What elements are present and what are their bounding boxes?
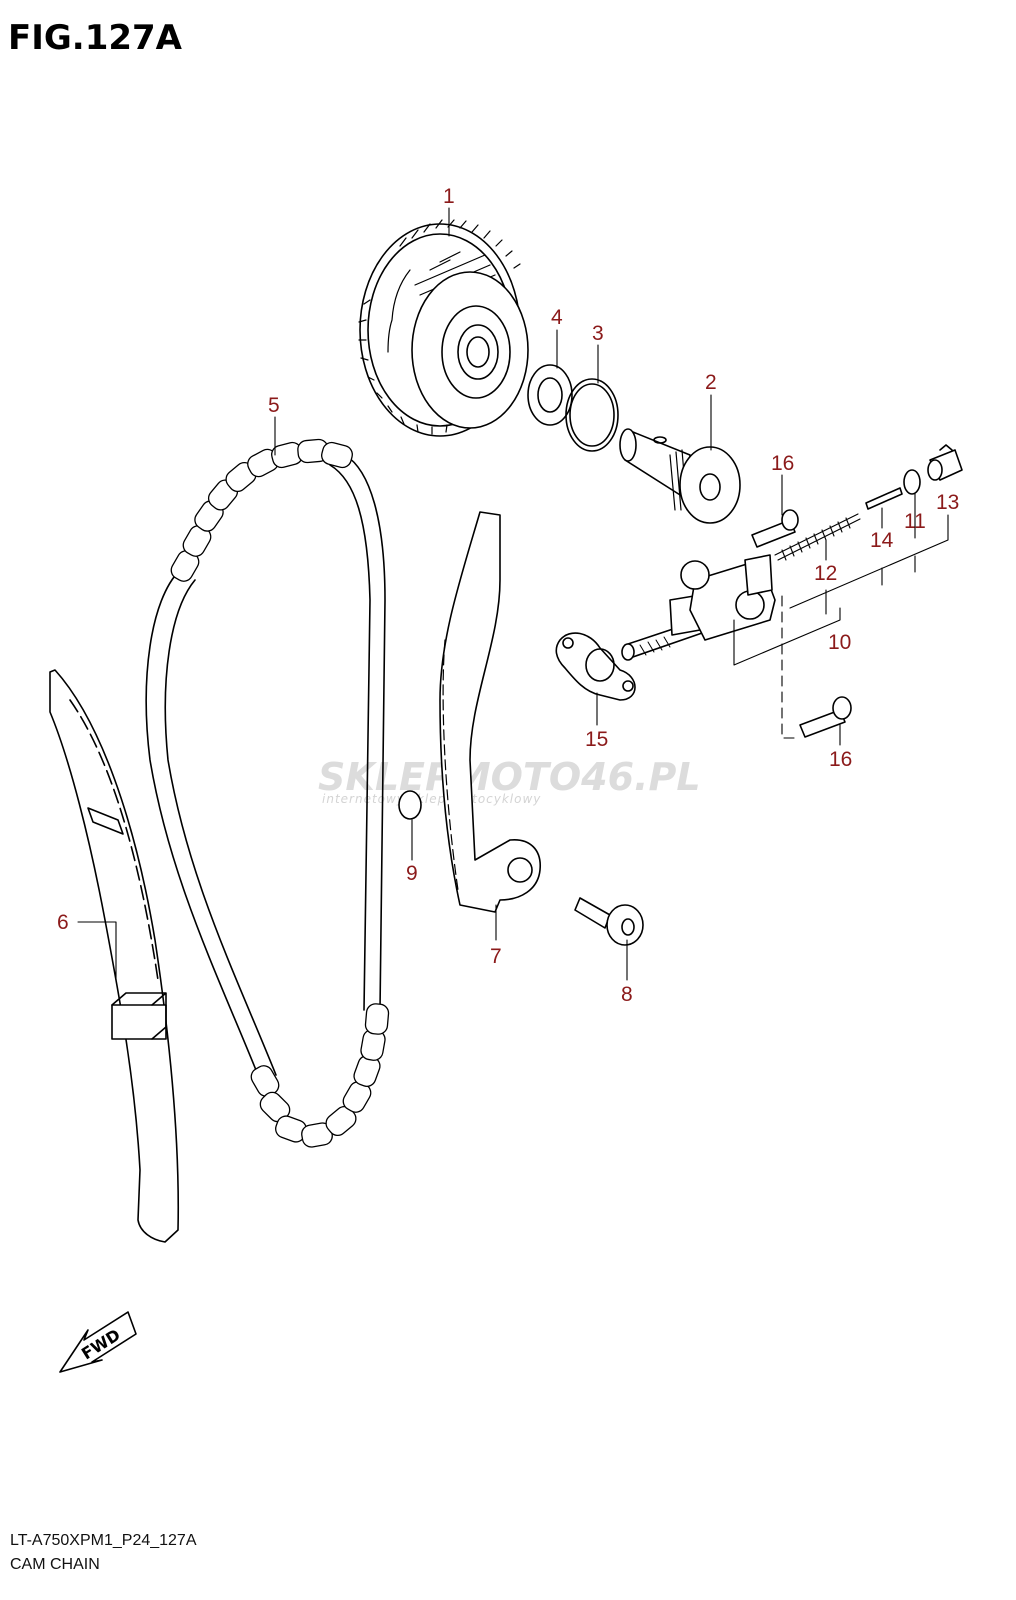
callout-14: 14	[870, 529, 894, 552]
leader-lines	[77, 207, 949, 981]
figure-title: FIG.127A	[8, 18, 182, 58]
cap-gasket	[903, 469, 921, 495]
callout-16-upper: 16	[771, 452, 794, 475]
watermark: SKLEPMOTO46.PL internetowy sklep motocyk…	[318, 755, 701, 806]
guide-bolt	[574, 897, 644, 946]
callout-2: 2	[705, 371, 717, 394]
callout-11: 11	[904, 510, 926, 533]
figure-caption: CAM CHAIN	[10, 1556, 100, 1573]
callout-12: 12	[814, 562, 837, 585]
thrust-washer	[527, 364, 573, 426]
o-ring	[565, 378, 619, 452]
fwd-arrow: FWD	[59, 1311, 137, 1373]
cam-chain	[145, 438, 390, 1148]
tensioner-spring	[774, 513, 861, 561]
callout-16-lower: 16	[829, 748, 852, 771]
callout-4: 4	[551, 306, 563, 329]
callout-10: 10	[828, 631, 851, 654]
callout-9: 9	[406, 862, 418, 885]
callout-5: 5	[268, 394, 280, 417]
cam-drive-gear	[358, 219, 529, 437]
callout-1: 1	[443, 185, 455, 208]
tensioner-gasket	[555, 632, 636, 701]
watermark-subtext: internetowy sklep motocyklowy	[322, 792, 541, 806]
tensioner-bolt-lower	[799, 696, 852, 738]
tensioner-cap-bolt	[927, 444, 963, 481]
figure-code: LT-A750XPM1_P24_127A	[10, 1532, 197, 1549]
idler-shaft	[619, 428, 741, 524]
chain-guide-rear	[49, 669, 180, 1243]
callout-6: 6	[57, 911, 69, 934]
callout-15: 15	[585, 728, 608, 751]
chain-tensioner	[621, 554, 776, 661]
tensioner-rod	[865, 487, 903, 510]
washer	[398, 790, 422, 820]
callout-3: 3	[592, 322, 604, 345]
callout-13: 13	[936, 491, 959, 514]
chain-guide-front	[439, 511, 541, 913]
watermark-text: SKLEPMOTO46.PL	[318, 755, 701, 799]
callout-7: 7	[490, 945, 502, 968]
tensioner-bolt-upper	[751, 509, 799, 548]
callout-8: 8	[621, 983, 633, 1006]
